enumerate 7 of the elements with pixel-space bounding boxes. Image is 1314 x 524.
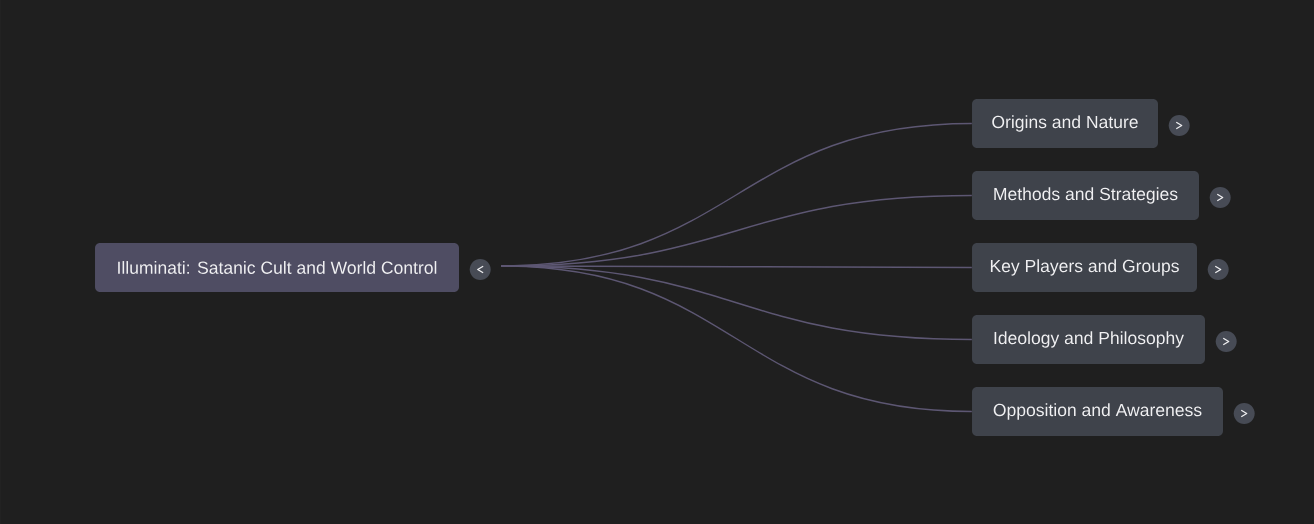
topic-box: Illuminati: Satanic Cult and World Control [95,243,459,292]
connector-curve [500,265,973,413]
subtopic-box: Key Players and Groups [972,243,1197,292]
subtopic-box: Ideology and Philosophy [972,315,1205,364]
subtopic-box: Opposition and Awareness [972,387,1223,436]
subtopic-box: Origins and Nature [972,99,1158,148]
subtopic-box: Methods and Strategies [972,171,1199,220]
